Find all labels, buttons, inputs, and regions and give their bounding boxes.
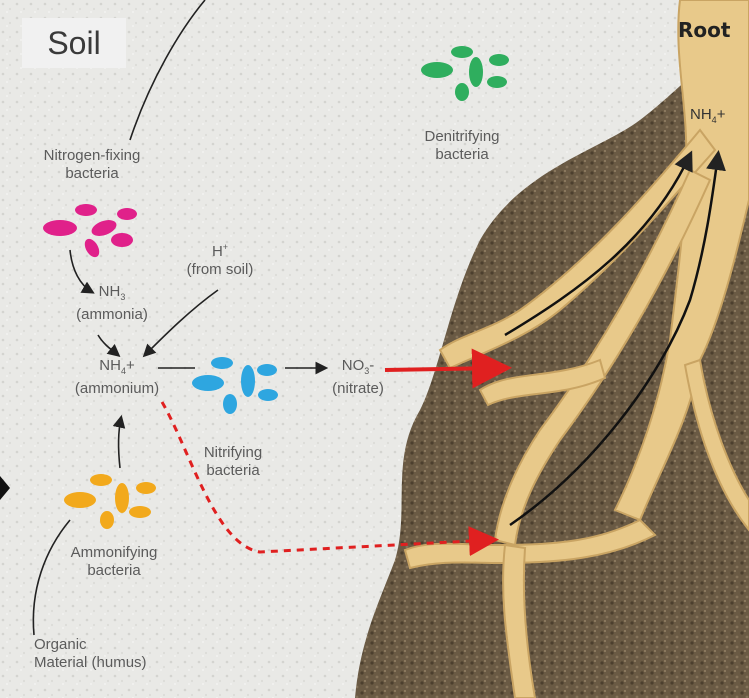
nh4-formula: NH4+ — [62, 357, 172, 380]
nh4-base: NH — [99, 357, 121, 374]
denitrifying-line-2: bacteria — [412, 146, 512, 164]
nitrogen-fixing-label: Nitrogen-fixing bacteria — [30, 147, 154, 183]
organic-line-1: Organic — [34, 636, 184, 654]
nitrogen-fixing-line-2: bacteria — [30, 165, 154, 183]
nh3-sub: 3 — [120, 292, 125, 302]
organic-material-label: Organic Material (humus) — [34, 636, 184, 672]
root-ammonium-label: NH4+ — [690, 106, 725, 125]
nitrifying-line-2: bacteria — [185, 462, 281, 480]
soil-title: Soil — [22, 18, 126, 68]
h-plus-symbol: H — [212, 243, 223, 260]
no3-formula: NO3- — [318, 357, 398, 380]
nh3-name: (ammonia) — [62, 306, 162, 324]
nh3-formula: NH3 — [62, 283, 162, 306]
nitrifying-line-1: Nitrifying — [185, 444, 281, 462]
no3-base: NO — [342, 357, 365, 374]
nh4-suffix: + — [126, 357, 135, 374]
nitrogen-fixing-line-1: Nitrogen-fixing — [30, 147, 154, 165]
nitrate-uptake-arrow — [385, 368, 500, 370]
organic-line-2: Material (humus) — [34, 654, 184, 672]
denitrifying-line-1: Denitrifying — [412, 128, 512, 146]
h-plus-line-1: H+ — [172, 238, 268, 261]
nitrate-label: NO3- (nitrate) — [318, 357, 398, 398]
ammonifying-line-1: Ammonifying — [50, 544, 178, 562]
ammonifying-label: Ammonifying bacteria — [50, 544, 178, 580]
no3-name: (nitrate) — [318, 380, 398, 398]
nh3-base: NH — [99, 283, 121, 300]
denitrifying-label: Denitrifying bacteria — [412, 128, 512, 164]
h-plus-line-2: (from soil) — [172, 261, 268, 279]
root-title: Root — [678, 18, 730, 42]
h-plus-label: H+ (from soil) — [172, 238, 268, 279]
nitrifying-label: Nitrifying bacteria — [185, 444, 281, 480]
no3-suffix: - — [369, 357, 374, 374]
root-nh4-suffix: + — [717, 106, 726, 123]
ammonia-label: NH3 (ammonia) — [62, 283, 162, 324]
nh4-name: (ammonium) — [62, 380, 172, 398]
root-nh4-base: NH — [690, 106, 712, 123]
ammonium-label: NH4+ (ammonium) — [62, 357, 172, 398]
ammonifying-line-2: bacteria — [50, 562, 178, 580]
